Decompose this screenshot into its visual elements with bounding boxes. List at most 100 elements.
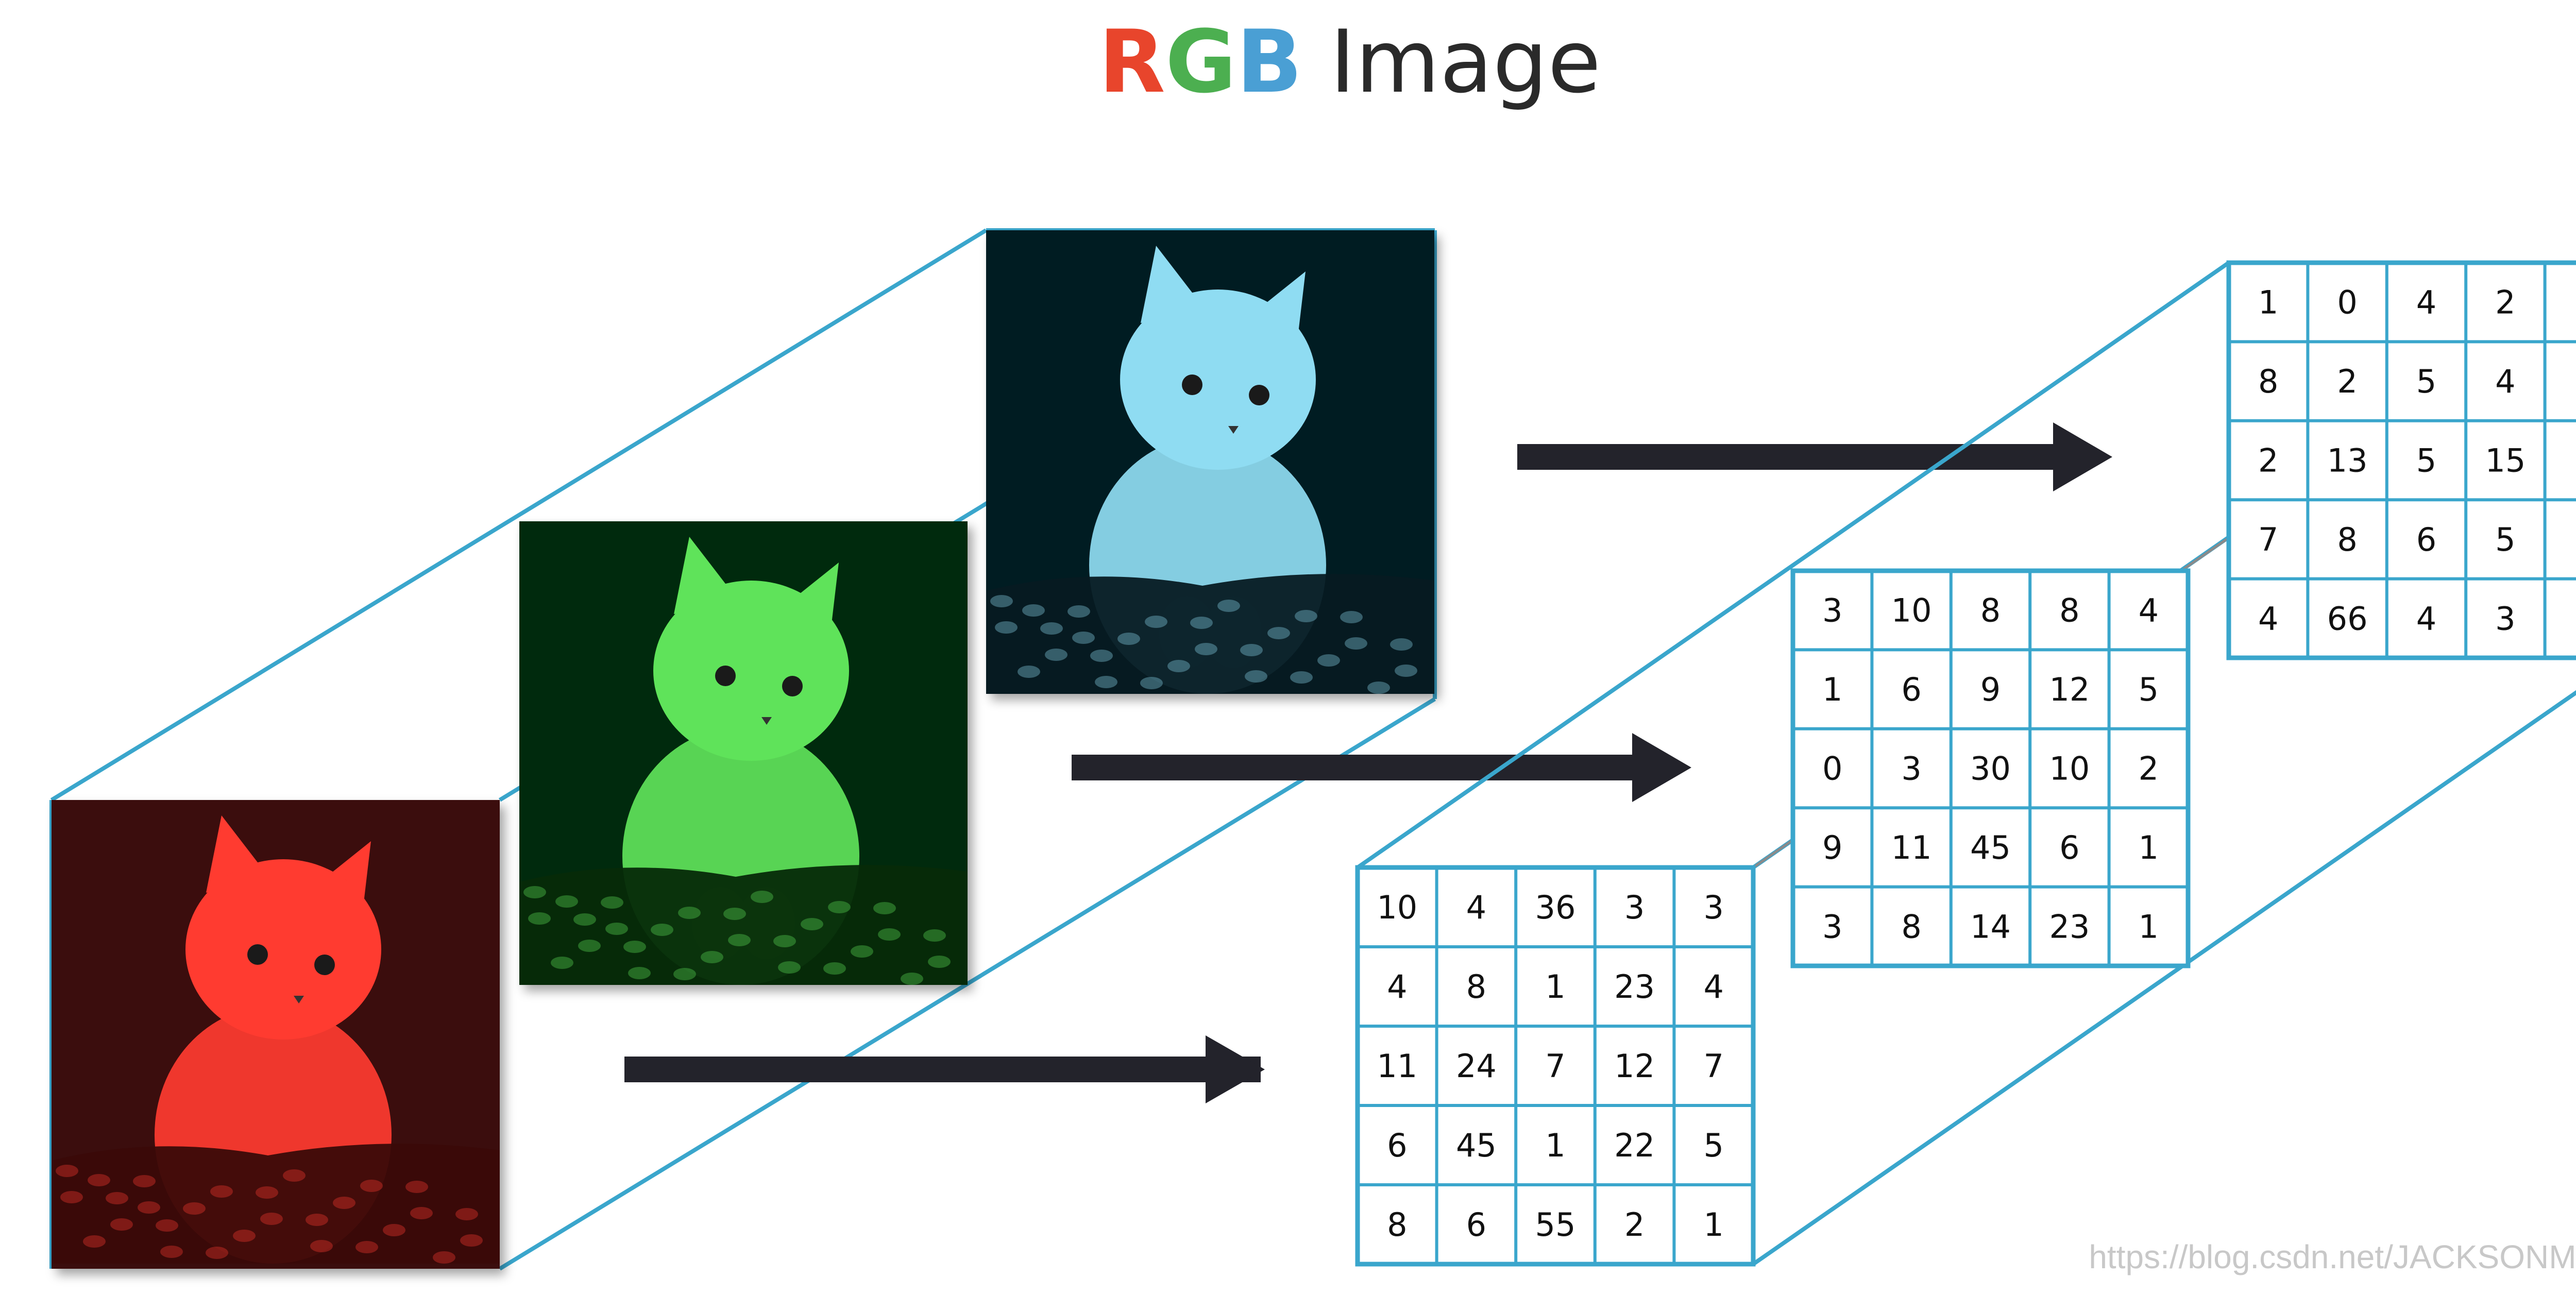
- matrix-cell: 23: [1614, 968, 1655, 1006]
- cushion-spot: [651, 924, 673, 936]
- matrix-cell: 8: [1980, 592, 2001, 629]
- matrix-cell: 8: [2059, 592, 2079, 629]
- cushion-spot: [1317, 654, 1340, 667]
- matrix-cell: 7: [2258, 521, 2278, 558]
- matrix-border: [2226, 260, 2576, 660]
- matrix-cell: 5: [1703, 1127, 1723, 1164]
- cushion-spot: [823, 962, 846, 975]
- matrix-cell: 10: [1377, 889, 1417, 926]
- matrix-cell: 22: [1614, 1127, 1655, 1164]
- cushion-spot: [133, 1175, 156, 1187]
- matrix-cell: 8: [2258, 363, 2278, 400]
- blue-channel-image: [986, 230, 1434, 694]
- matrix-border: [1355, 865, 1756, 1267]
- matrix-cell: 2: [2139, 750, 2159, 788]
- matrix-cell: 3: [1901, 750, 1921, 788]
- kitten-eye: [715, 666, 736, 686]
- cushion-spot: [801, 918, 823, 930]
- matrix-cell: 6: [2059, 829, 2079, 866]
- title-letter-b: B: [1236, 11, 1302, 112]
- matrix-cell: 11: [1377, 1047, 1417, 1085]
- title-letter-r: R: [1099, 11, 1165, 112]
- arrows: [624, 422, 2112, 1103]
- cushion-spot: [1090, 650, 1113, 662]
- cushion-spot: [383, 1224, 405, 1236]
- cushion-spot: [56, 1165, 78, 1177]
- cushion-spot: [851, 945, 873, 958]
- cushion-spot: [1040, 622, 1063, 635]
- matrix-cell: 7: [1703, 1047, 1723, 1085]
- cushion-spot: [1295, 610, 1317, 622]
- cushion-spot: [1072, 632, 1095, 644]
- cushion-spot: [1367, 682, 1390, 694]
- cushion-spot: [773, 935, 796, 947]
- kitten-eye: [782, 676, 803, 696]
- cushion-spot: [628, 967, 651, 979]
- cushion-spot: [1018, 666, 1040, 678]
- matrix-cell: 7: [1545, 1047, 1565, 1085]
- cushion-texture: [56, 1165, 483, 1264]
- title-letter-g: G: [1165, 11, 1236, 112]
- matrix-cell: 0: [2574, 442, 2576, 480]
- matrix-cell: 4: [2416, 284, 2436, 321]
- cushion-spot: [1267, 627, 1290, 639]
- cushion-spot: [106, 1192, 128, 1204]
- cushion-spot: [260, 1213, 283, 1225]
- matrix-cell: 10: [1891, 592, 1932, 629]
- cushion-spot: [605, 923, 628, 935]
- matrix-cell: 2: [1624, 1206, 1645, 1244]
- kitten-eye: [1182, 374, 1202, 395]
- matrix-cell: 6: [1387, 1127, 1407, 1164]
- matrix-cell: 5: [2495, 521, 2515, 558]
- matrix-cell: 1: [2258, 284, 2278, 321]
- cushion-spot: [1022, 604, 1045, 617]
- cushion-spot: [578, 940, 601, 952]
- cushion-spot: [110, 1218, 133, 1231]
- kitten-nose: [1228, 426, 1239, 434]
- matrix-cell: 6: [2416, 521, 2436, 558]
- matrix-cell: 2: [2574, 600, 2576, 637]
- matrix-cell: 36: [1535, 889, 1576, 926]
- cushion-spot: [1290, 671, 1313, 684]
- cushion-spot: [83, 1235, 106, 1248]
- cushion-spot: [1340, 611, 1363, 623]
- cushion-spot: [1117, 633, 1140, 645]
- matrix-cell: 3: [1703, 889, 1723, 926]
- matrix-cell: 10: [2049, 750, 2090, 788]
- matrix-cell: 6: [1466, 1206, 1486, 1244]
- cushion-spot: [283, 1169, 306, 1182]
- cushion-spot: [573, 913, 596, 926]
- cushion-texture: [990, 595, 1417, 694]
- cushion-spot: [1067, 605, 1090, 618]
- cushion-spot: [156, 1219, 178, 1232]
- cushion-spot: [995, 621, 1018, 634]
- kitten-head: [653, 581, 849, 761]
- matrix-cell: 2: [2574, 284, 2576, 321]
- cushion-spot: [1167, 660, 1190, 672]
- matrix-cell: 12: [1614, 1047, 1655, 1085]
- matrix-cell: 9: [1822, 829, 1842, 866]
- cushion-spot: [405, 1181, 428, 1193]
- matrix-cell: 13: [2327, 442, 2368, 480]
- cushion-spot: [256, 1186, 278, 1199]
- cushion-spot: [233, 1230, 256, 1242]
- matrix-cell: 9: [1980, 671, 2001, 708]
- cushion-spot: [673, 968, 696, 980]
- matrix-cell: 5: [2416, 442, 2436, 480]
- kitten-eye: [247, 944, 268, 965]
- matrix-cell: 8: [1901, 908, 1921, 945]
- cushion-spot: [206, 1247, 228, 1259]
- matrix-cell: 5: [2416, 363, 2436, 400]
- cushion-spot: [310, 1240, 333, 1252]
- matrix-cell: 1: [1822, 671, 1842, 708]
- kitten-eye: [314, 955, 335, 975]
- matrix-cell: 15: [2485, 442, 2526, 480]
- cushion-spot: [728, 934, 751, 946]
- cushion-spot: [1217, 600, 1240, 612]
- kitten-head: [1120, 290, 1316, 470]
- cushion-spot: [360, 1180, 383, 1192]
- arrow-green: [1072, 733, 1691, 802]
- green-channel-image: [519, 521, 968, 985]
